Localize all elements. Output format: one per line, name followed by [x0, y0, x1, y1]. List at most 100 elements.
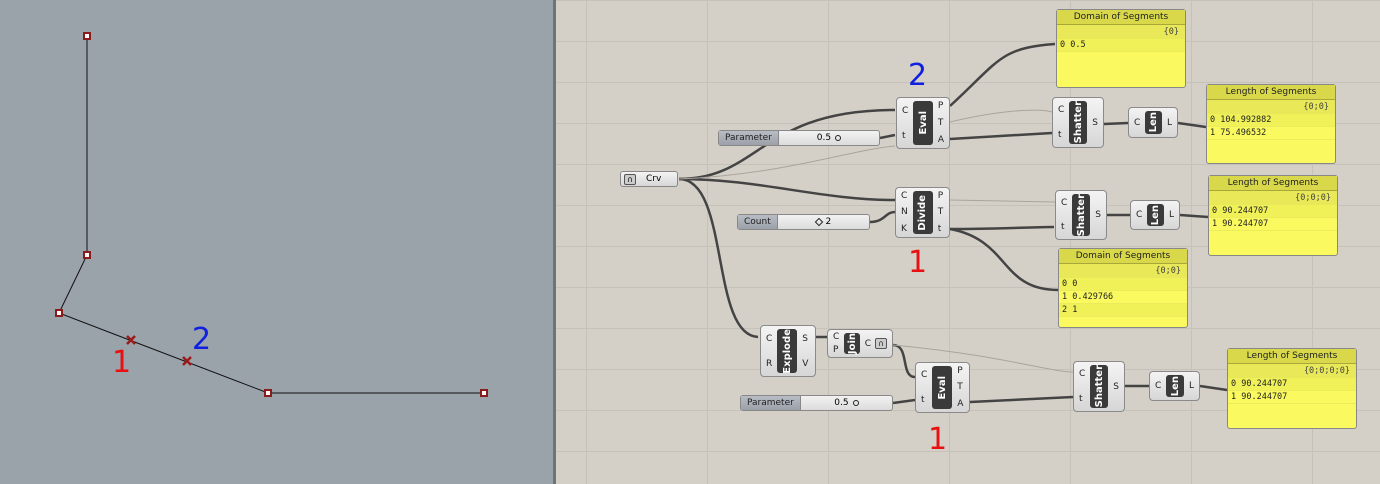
input-port[interactable]: t	[921, 394, 925, 405]
panel-path: {0;0;0;0}	[1228, 364, 1356, 378]
output-port[interactable]: V	[802, 358, 809, 369]
output-port[interactable]: C	[864, 338, 871, 349]
input-port[interactable]: C	[1058, 105, 1065, 116]
rhino-viewport[interactable]	[0, 0, 553, 484]
annotation-2: 2	[908, 58, 928, 93]
input-port[interactable]: P	[833, 345, 839, 356]
output-port[interactable]: S	[1095, 210, 1101, 220]
curve-icon: ∩	[624, 173, 636, 185]
output-port[interactable]: A	[957, 398, 964, 409]
panel-path: {0;0}	[1207, 100, 1335, 114]
output-port[interactable]: T	[937, 117, 944, 128]
parameter-slider[interactable]: Parameter 0.5	[740, 395, 893, 411]
component-name: Join	[846, 332, 858, 355]
explode-component[interactable]: C R Explode S V	[760, 325, 816, 377]
panel-title: Domain of Segments	[1057, 10, 1185, 25]
panel-domain-of-segments[interactable]: Domain of Segments {0} 0 0.5	[1056, 9, 1186, 88]
panel-row: 0 104.992882	[1207, 114, 1335, 127]
panel-row: 1 90.244707	[1228, 391, 1356, 404]
slider-knob[interactable]	[835, 135, 842, 141]
output-port[interactable]: t	[937, 223, 942, 234]
slider-value: 2	[825, 217, 832, 227]
input-port[interactable]: C	[1136, 210, 1143, 220]
component-name: Shatter	[1093, 365, 1105, 408]
output-port[interactable]: T	[937, 207, 944, 218]
panel-title: Length of Segments	[1228, 349, 1356, 364]
output-port[interactable]: L	[1168, 210, 1174, 220]
slider-value: 0.5	[834, 398, 849, 408]
length-component[interactable]: C Len L	[1130, 200, 1180, 230]
input-port[interactable]: C	[902, 105, 909, 116]
panel-title: Length of Segments	[1209, 176, 1337, 191]
panel-title: Domain of Segments	[1059, 249, 1187, 264]
panel-row: 0 90.244707	[1228, 378, 1356, 391]
component-name: Eval	[936, 375, 948, 400]
curve-param-label: Crv	[646, 174, 662, 184]
output-port[interactable]: P	[937, 191, 944, 202]
input-port[interactable]: t	[1079, 393, 1083, 404]
panel-length-of-segments[interactable]: Length of Segments {0;0;0;0} 0 90.244707…	[1227, 348, 1357, 429]
splitter[interactable]	[553, 0, 556, 484]
component-name: Divide	[917, 194, 929, 231]
slider-knob[interactable]	[852, 400, 859, 406]
output-port[interactable]: A	[937, 134, 944, 145]
slider-label: Count	[738, 215, 778, 229]
panel-row: 0 0	[1059, 278, 1187, 291]
output-port[interactable]: S	[1113, 381, 1119, 392]
component-name: Shatter	[1075, 193, 1087, 237]
slider-label: Parameter	[719, 131, 779, 145]
input-port[interactable]: K	[901, 223, 907, 234]
input-port[interactable]: t	[1061, 222, 1065, 232]
output-port[interactable]: L	[1188, 381, 1194, 391]
input-port[interactable]: C	[833, 331, 840, 342]
input-port[interactable]: C	[766, 333, 773, 344]
input-port[interactable]: C	[1061, 198, 1068, 208]
length-component[interactable]: C Len L	[1128, 107, 1178, 138]
slider-knob[interactable]	[814, 217, 823, 227]
panel-row: 2 1	[1059, 304, 1187, 317]
component-name: Len	[1169, 375, 1181, 397]
annotation-1: 1	[908, 245, 928, 280]
length-component[interactable]: C Len L	[1149, 371, 1200, 401]
annotation-1: 1	[928, 422, 948, 457]
input-port[interactable]: C	[1079, 369, 1086, 380]
component-name: Shatter	[1072, 101, 1084, 144]
output-port[interactable]: P	[937, 101, 944, 112]
input-port[interactable]: R	[766, 358, 773, 369]
input-port[interactable]: N	[901, 207, 908, 218]
input-port[interactable]: C	[901, 191, 908, 202]
component-name: Eval	[917, 111, 929, 135]
panel-path: {0;0}	[1059, 264, 1187, 278]
component-name: Explode	[781, 328, 793, 374]
input-port[interactable]: C	[1134, 117, 1141, 128]
output-port[interactable]: P	[957, 366, 963, 377]
panel-path: {0}	[1057, 25, 1185, 39]
curve-param[interactable]: ∩ Crv	[620, 171, 678, 187]
annotation-1: 1	[112, 345, 132, 380]
panel-row: 1 0.429766	[1059, 291, 1187, 304]
output-port[interactable]: S	[802, 333, 809, 344]
annotation-2: 2	[192, 322, 212, 357]
input-port[interactable]: t	[902, 130, 906, 141]
slider-label: Parameter	[741, 396, 801, 410]
count-slider[interactable]: Count 2	[737, 214, 870, 230]
input-port[interactable]: C	[1155, 381, 1162, 391]
panel-row: 0 90.244707	[1209, 205, 1337, 218]
output-port[interactable]: S	[1092, 117, 1098, 128]
output-port[interactable]: T	[957, 382, 963, 393]
panel-row: 1 90.244707	[1209, 218, 1337, 231]
input-port[interactable]: t	[1058, 129, 1062, 140]
output-port[interactable]: L	[1166, 117, 1172, 128]
input-port[interactable]: C	[921, 370, 928, 381]
